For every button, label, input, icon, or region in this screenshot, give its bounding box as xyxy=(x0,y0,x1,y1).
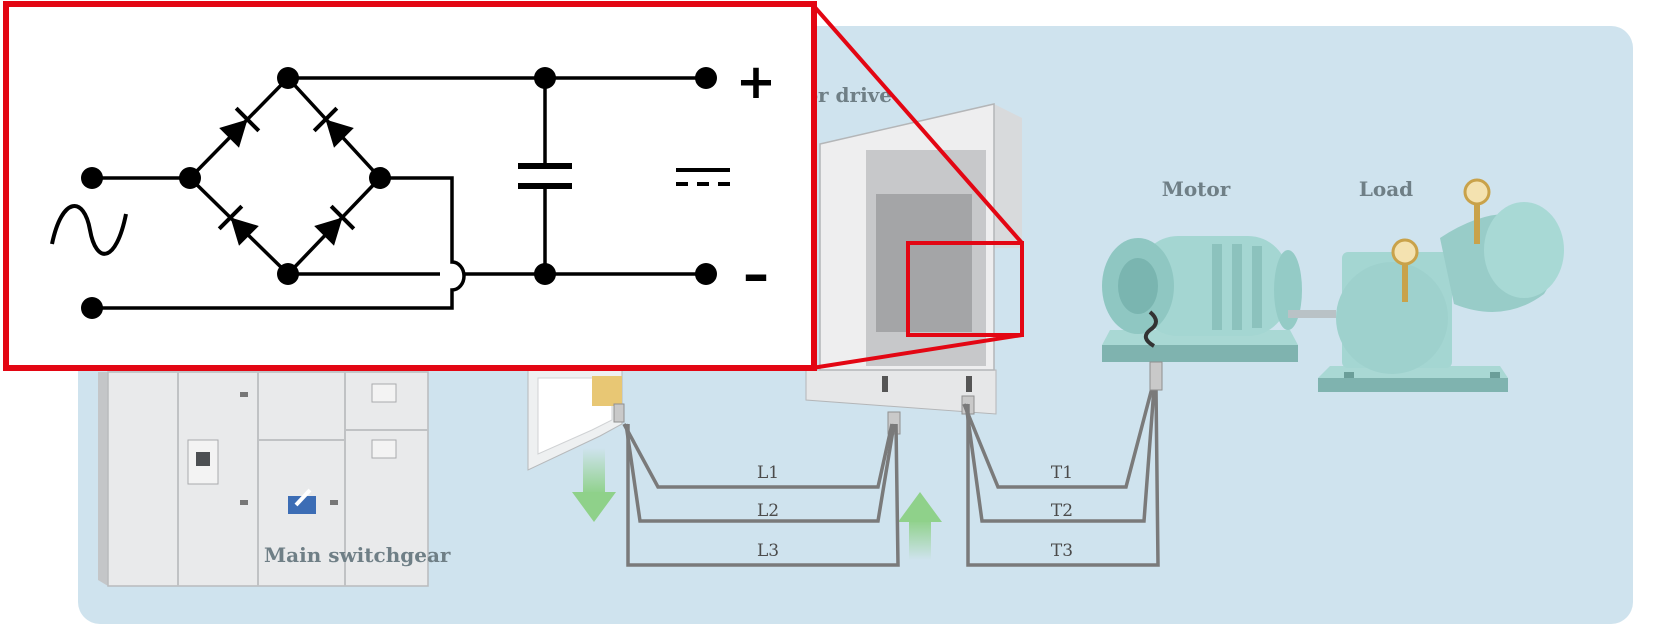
line-cables xyxy=(622,423,900,567)
junction-dots xyxy=(81,67,717,319)
main-switchgear xyxy=(98,371,429,587)
highlighted-rectifier-region xyxy=(906,241,1024,337)
cable-label-L1: L1 xyxy=(757,463,779,483)
load-machine xyxy=(1318,178,1564,392)
diode-d3 xyxy=(217,204,259,246)
cable-label-T3: T3 xyxy=(1051,541,1073,561)
label-motor: Motor xyxy=(1162,177,1231,201)
disconnect-cabinet xyxy=(527,365,625,471)
dc-symbol-icon xyxy=(676,168,730,186)
power-flow-down-arrow xyxy=(572,448,616,522)
cable-label-T2: T2 xyxy=(1051,501,1073,521)
zoom-callout-lines xyxy=(810,2,1024,370)
label-main-switchgear: Main switchgear xyxy=(264,543,451,567)
dc-minus-terminal-label: – xyxy=(743,245,769,305)
cable-label-L2: L2 xyxy=(757,501,779,521)
rectifier-schematic-inset: + – xyxy=(3,1,817,371)
motor xyxy=(1102,236,1336,391)
motor-drive-enclosure xyxy=(819,103,1022,371)
diode-d2 xyxy=(312,106,354,148)
output-cables xyxy=(962,387,1160,567)
cable-label-T1: T1 xyxy=(1051,463,1073,483)
cable-label-L3: L3 xyxy=(757,541,779,561)
power-flow-up-arrow xyxy=(898,492,942,560)
diode-d4 xyxy=(314,204,356,246)
label-load: Load xyxy=(1359,177,1413,201)
diode-d1 xyxy=(219,106,261,148)
ac-source-icon xyxy=(50,204,128,256)
dc-plus-terminal-label: + xyxy=(736,54,776,110)
